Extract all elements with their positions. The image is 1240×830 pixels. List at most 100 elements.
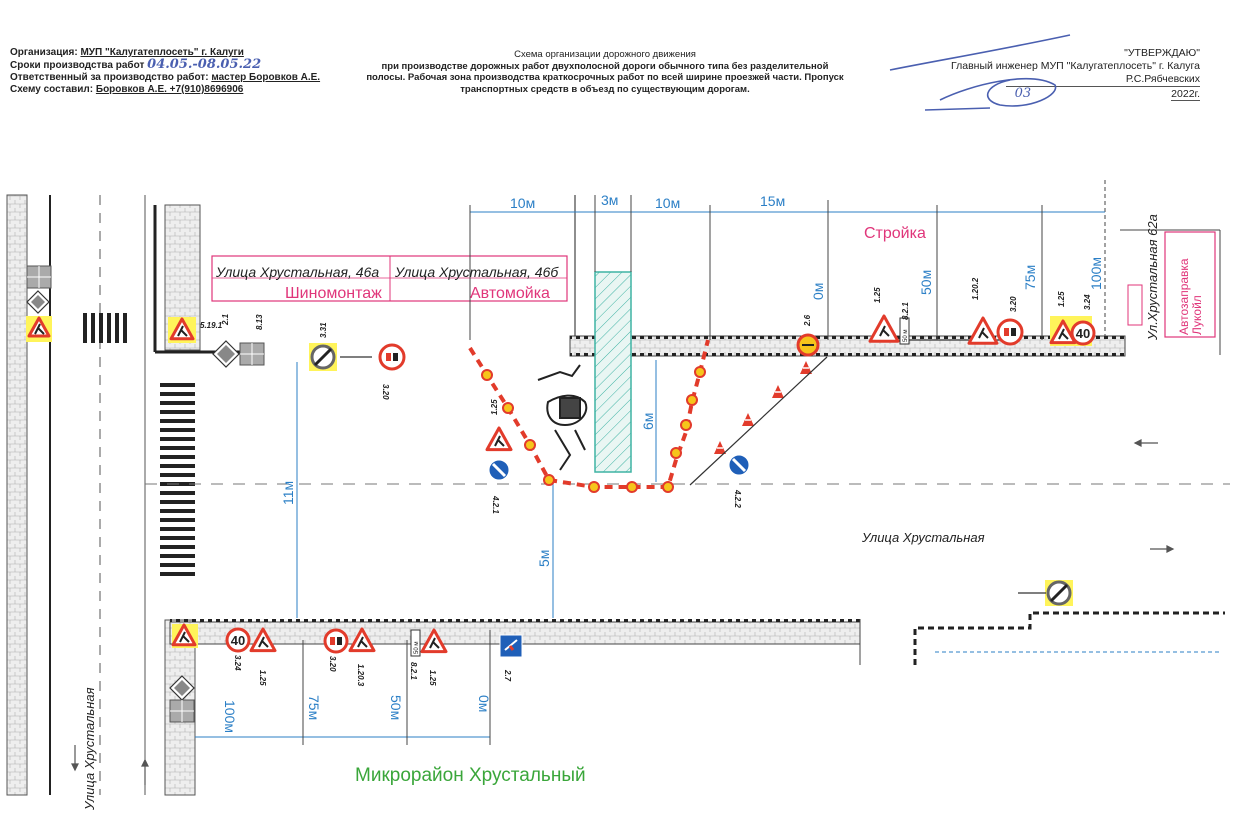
svg-text:50 м: 50 м	[414, 642, 420, 654]
sign-4-2-1	[486, 457, 512, 483]
org-label: Организация:	[10, 47, 78, 58]
label-2-1-top: 2.1	[221, 313, 230, 326]
scheme-subtitle-1: при производстве дорожных работ двухполо…	[381, 60, 829, 72]
warning-lamp	[524, 439, 536, 451]
label-district: Микрорайон Хрустальный	[355, 765, 586, 786]
crosswalk-left	[160, 383, 195, 576]
responsible-value: мастер Боровков А.Е.	[211, 72, 321, 83]
sign-3-24-bottom: 40	[225, 627, 251, 653]
dim-label-11m: 11м	[280, 480, 296, 505]
label-1-20-3-bottom: 1.20.3	[356, 664, 365, 687]
sign-pedestrian-bottom	[171, 623, 197, 647]
label-construction: Стройка	[864, 225, 926, 242]
label-street-46a: Улица Хрустальная, 46а	[216, 264, 380, 280]
label-2-7: 2.7	[503, 669, 512, 682]
responsible-label: Ответственный за производство работ:	[10, 72, 209, 83]
speed-limit-text: 40	[1076, 326, 1090, 341]
label-1-25-work: 1.25	[490, 399, 499, 415]
sign-main-road-bottom	[169, 675, 195, 701]
label-1-25-upper: 1.25	[873, 287, 882, 303]
label-left-street: Улица Хрустальная	[82, 687, 97, 810]
sign-main-road-top	[212, 340, 240, 368]
sign-4-2-2	[726, 452, 752, 478]
right-lower-curb	[913, 611, 1225, 665]
sign-8-13-top	[239, 342, 265, 366]
label-3-20-bottom: 3.20	[328, 656, 337, 672]
excavator-icon	[537, 364, 588, 471]
label-1-20-2-upper: 1.20.2	[971, 277, 980, 300]
label-2-6: 2.6	[803, 314, 812, 327]
scheme-subtitle-2: полосы. Рабочая зона производства кратко…	[366, 72, 844, 83]
dim-label-0m-bottom: 0м	[476, 695, 492, 713]
sign-1-25-upper-2	[1049, 319, 1077, 345]
label-3-20-upper: 3.20	[1009, 296, 1018, 312]
sign-2-7	[499, 634, 523, 658]
approve-label: "УТВЕРЖДАЮ"	[1124, 47, 1200, 59]
traffic-cone	[714, 441, 726, 454]
plate-50m-bottom: 50 м	[410, 629, 421, 657]
label-street-46b: Улица Хрустальная, 46б	[395, 264, 559, 280]
scheme-subtitle-3: транспортных средств в объезд по существ…	[460, 83, 750, 95]
label-gas-station: Автозаправка Лукойл	[1177, 258, 1204, 335]
label-1-25-upper-2: 1.25	[1057, 291, 1066, 307]
approver-title: Главный инженер МУП "Калугатеплосеть" г.…	[951, 60, 1200, 72]
label-3-20-top: 3.20	[381, 384, 390, 400]
sign-3-20-bottom	[323, 628, 349, 654]
warning-lamp	[694, 366, 706, 378]
taper-line	[689, 356, 828, 486]
header-left-block: Организация: МУП "Калугатеплосеть" г. Ка…	[10, 47, 320, 96]
dates-label: Сроки производства работ	[10, 60, 145, 71]
dim-label-6m: 6м	[640, 412, 656, 430]
sign-1-25-bottom-2	[420, 628, 448, 654]
sign-3-31-top	[310, 344, 336, 370]
gas-station-box	[1164, 231, 1216, 338]
scheme-title-block: Схема организации дорожного движения при…	[345, 49, 865, 95]
sign-1-20-3-bottom	[348, 627, 376, 653]
dim-label-0m-top: 0м	[810, 282, 826, 300]
sign-3-20-top	[378, 343, 406, 371]
label-8-13-top: 8.13	[255, 314, 264, 330]
sign-pedestrian-crossing-top	[169, 317, 195, 341]
svg-text:50 м: 50 м	[903, 330, 909, 342]
traffic-cone	[742, 413, 754, 426]
traffic-direction-arrows	[71, 439, 1175, 785]
author-label: Схему составил:	[10, 84, 94, 95]
dim-label-5m: 5м	[536, 549, 552, 567]
warning-lamp	[662, 481, 674, 493]
traffic-cone	[772, 385, 784, 398]
sign-3-31-bottom-right	[1046, 580, 1072, 606]
dim-label-10m-b: 10м	[655, 195, 681, 211]
dates-value: 04.05.-08.05.22	[147, 57, 262, 72]
plate-50m-upper: 50 м	[899, 317, 910, 345]
label-3-24-upper: 3.24	[1083, 294, 1092, 310]
author-value: Боровков А.Е. +7(910)8696906	[95, 84, 244, 95]
left-sidewalk-outer	[6, 194, 28, 796]
warning-lamp	[626, 481, 638, 493]
sign-main-road-left	[26, 290, 50, 314]
scheme-title: Схема организации дорожного движения	[514, 49, 696, 60]
label-carwash: Автомойка	[470, 285, 550, 302]
warning-lamp	[502, 402, 514, 414]
label-5-19-1-top: 5.19.1	[200, 321, 223, 330]
warning-lamp	[670, 447, 682, 459]
dim-label-15m: 15м	[760, 193, 786, 209]
warning-lamp	[686, 394, 698, 406]
warning-lamp	[588, 481, 600, 493]
signature-scribble	[889, 34, 1071, 111]
sign-2-6	[796, 333, 820, 357]
excavation-pit	[594, 271, 632, 473]
label-3-24-bottom: 3.24	[233, 655, 242, 671]
sign-1-25-upper	[868, 314, 900, 343]
dim-label-100m-top: 100м	[1088, 257, 1104, 290]
sign-8-13-bottom	[169, 699, 195, 723]
dim-label-50m-bottom: 50м	[388, 695, 404, 721]
warning-lamp	[543, 474, 555, 486]
label-tire-service: Шиномонтаж	[285, 285, 382, 302]
label-8-2-1-upper: 8.2.1	[901, 302, 910, 320]
label-4-2-2: 4.2.2	[733, 489, 742, 508]
approval-block: "УТВЕРЖДАЮ" Главный инженер МУП "Калугат…	[951, 47, 1200, 101]
label-3-31-top: 3.31	[319, 322, 328, 338]
approve-day: 03	[1014, 86, 1032, 101]
approve-date: 2022г.	[1171, 88, 1200, 101]
